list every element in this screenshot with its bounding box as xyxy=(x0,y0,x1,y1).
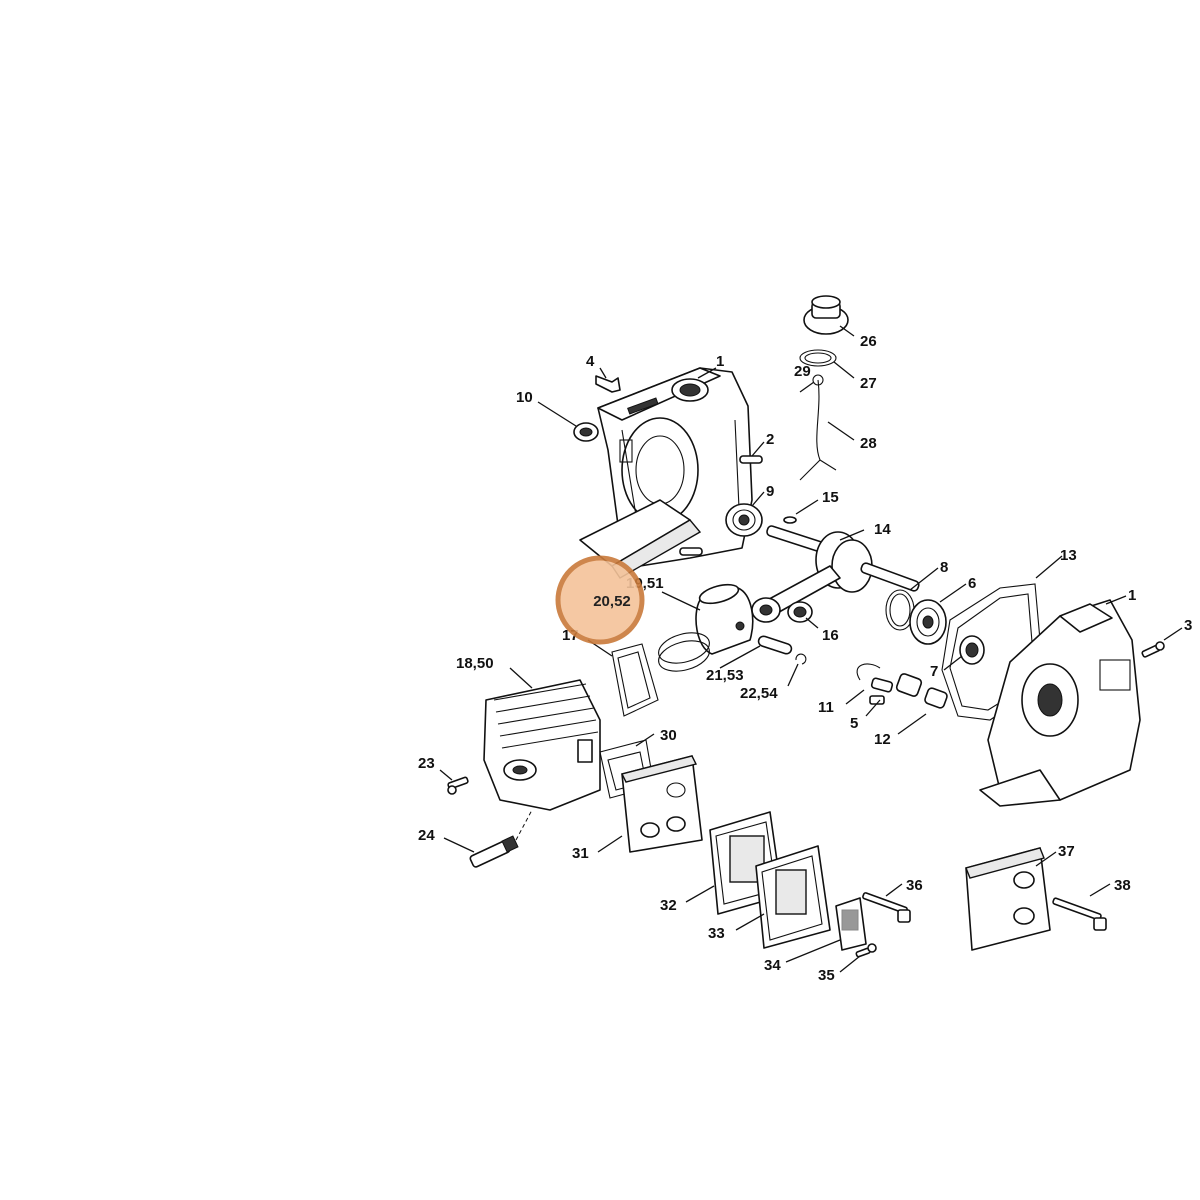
screw-23 xyxy=(447,776,469,795)
spark-plug-24 xyxy=(469,809,533,868)
key-15 xyxy=(783,516,797,524)
label-23: 23 xyxy=(418,755,435,772)
circlip-22 xyxy=(795,653,807,665)
muffler-37 xyxy=(965,847,1051,951)
label-31: 31 xyxy=(572,845,589,862)
bearing-6 xyxy=(909,599,947,645)
bolt-36 xyxy=(862,892,911,923)
piston-ring-20 xyxy=(658,632,710,672)
decomp-valve-11 xyxy=(856,663,894,705)
highlight-marker[interactable]: 20,52 xyxy=(555,555,645,645)
label-1: 1 xyxy=(716,353,724,370)
pin-4 xyxy=(595,375,621,393)
leader-lines xyxy=(439,325,1183,973)
label-7: 7 xyxy=(930,663,938,680)
cylinder-18 xyxy=(483,679,601,811)
highlight-label: 20,52 xyxy=(593,593,631,610)
label-1b: 1 xyxy=(1128,587,1136,604)
label-6: 6 xyxy=(968,575,976,592)
dowel-pin-2 xyxy=(679,455,763,556)
label-24: 24 xyxy=(418,827,435,844)
label-13: 13 xyxy=(1060,547,1077,564)
label-3: 3 xyxy=(1184,617,1192,634)
label-30: 30 xyxy=(660,727,677,744)
label-34: 34 xyxy=(764,957,781,974)
label-4: 4 xyxy=(586,353,595,370)
bolt-38 xyxy=(1052,897,1107,931)
seal-ring-27 xyxy=(799,349,837,367)
label-35: 35 xyxy=(818,967,835,984)
bearing-9 xyxy=(725,503,763,537)
screw-35 xyxy=(855,943,877,958)
label-2: 2 xyxy=(766,431,774,448)
label-10: 10 xyxy=(516,389,533,406)
piston-19 xyxy=(695,583,754,655)
label-33: 33 xyxy=(708,925,725,942)
label-37: 37 xyxy=(1058,843,1075,860)
label-36: 36 xyxy=(906,877,923,894)
crankcase-right xyxy=(979,599,1141,807)
crankcase-left xyxy=(579,367,753,579)
label-38: 38 xyxy=(1114,877,1131,894)
label-26: 26 xyxy=(860,333,877,350)
label-29: 29 xyxy=(794,363,811,380)
chain-28-29 xyxy=(799,374,837,481)
label-8: 8 xyxy=(940,559,948,576)
screw-3 xyxy=(1141,641,1165,658)
label-5: 5 xyxy=(850,715,858,732)
label-27: 27 xyxy=(860,375,877,392)
label-32: 32 xyxy=(660,897,677,914)
oil-seal-7 xyxy=(959,635,985,665)
label-22-54: 22,54 xyxy=(740,685,778,702)
crankshaft-14 xyxy=(751,525,920,623)
label-14: 14 xyxy=(874,521,891,538)
oil-seal-10 xyxy=(573,422,599,442)
piston-pin-21 xyxy=(757,635,793,655)
gasket-17 xyxy=(611,643,659,717)
sleeve-12 xyxy=(895,673,948,709)
muffler-31 xyxy=(620,755,703,853)
label-28: 28 xyxy=(860,435,877,452)
spark-arrest-33 xyxy=(755,845,831,949)
highlight-circle[interactable] xyxy=(555,555,645,645)
screen-34 xyxy=(835,897,867,951)
filler-cap-26 xyxy=(803,295,849,335)
label-16: 16 xyxy=(822,627,839,644)
label-9: 9 xyxy=(766,483,774,500)
label-15: 15 xyxy=(822,489,839,506)
needle-cage-16 xyxy=(787,601,813,623)
label-18-50: 18,50 xyxy=(456,655,494,672)
label-21-53: 21,53 xyxy=(706,667,744,684)
label-12: 12 xyxy=(874,731,891,748)
label-11: 11 xyxy=(818,699,834,716)
